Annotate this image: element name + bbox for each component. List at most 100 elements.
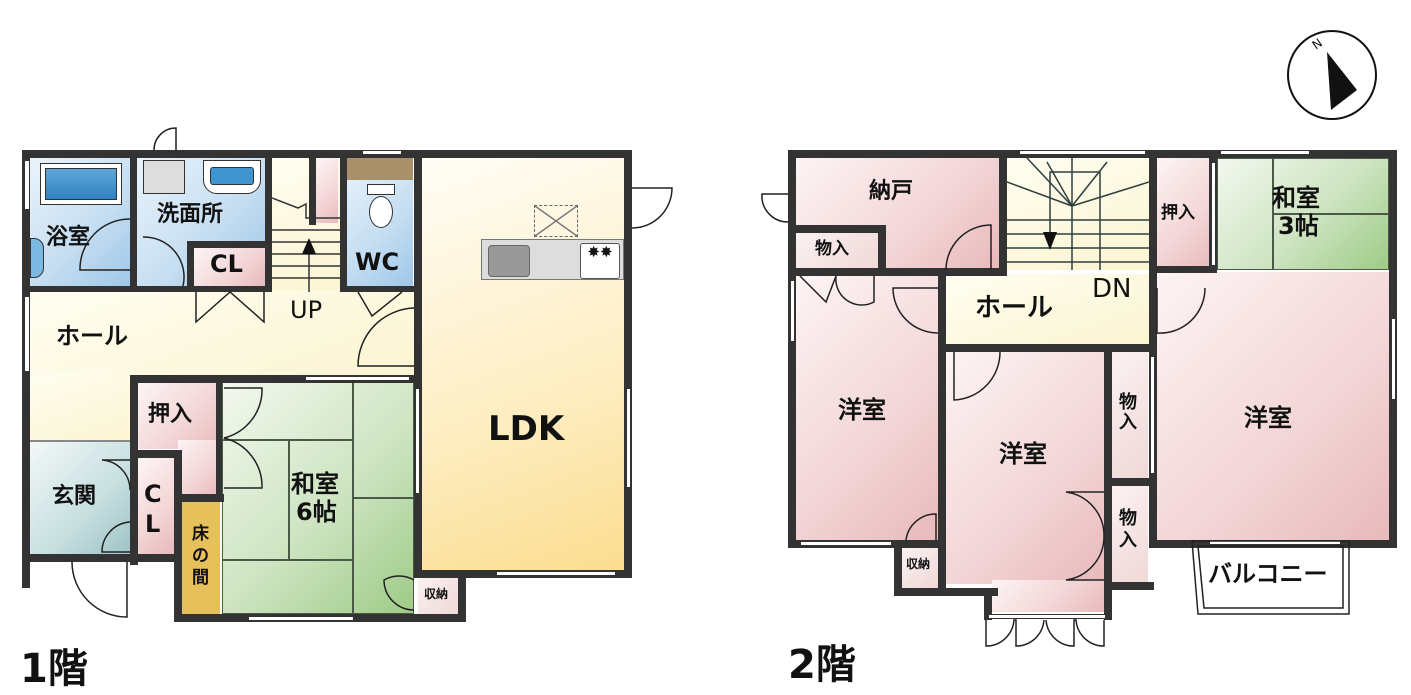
hall-2f bbox=[946, 274, 1149, 344]
compass: N bbox=[1287, 30, 1377, 120]
tatami-mat bbox=[1217, 158, 1273, 270]
window bbox=[988, 614, 1106, 619]
wall bbox=[22, 286, 272, 292]
room-label-bath: 浴室 bbox=[46, 225, 91, 250]
washitsu-3 bbox=[1217, 158, 1389, 270]
window bbox=[362, 150, 402, 155]
room-label-oshiire-2f: 押入 bbox=[1161, 203, 1195, 223]
wall bbox=[414, 150, 422, 578]
doors-1f bbox=[71, 127, 673, 618]
tatami-mat bbox=[353, 498, 414, 614]
window bbox=[305, 376, 410, 381]
wall bbox=[1149, 540, 1397, 548]
western-center bbox=[946, 352, 1104, 584]
tokonoma-label-3: 間 bbox=[192, 568, 209, 588]
window bbox=[1150, 356, 1155, 474]
room-label-washitsu-size: 6帖 bbox=[296, 498, 337, 526]
washing-machine-icon bbox=[143, 160, 185, 194]
wall bbox=[340, 286, 416, 292]
hall-entrance-divider bbox=[30, 440, 130, 442]
monoire-v1 bbox=[1112, 352, 1148, 478]
stair-storage bbox=[316, 158, 338, 223]
tokonoma bbox=[182, 502, 220, 614]
wall bbox=[1149, 150, 1157, 548]
wall bbox=[894, 540, 902, 596]
hall-1f-lower bbox=[30, 370, 130, 442]
western-left bbox=[796, 276, 938, 540]
room-label-western-left: 洋室 bbox=[838, 396, 886, 424]
room-label-hall-2f: ホール bbox=[975, 293, 1054, 323]
vanity-sink-icon bbox=[203, 160, 261, 194]
wall bbox=[22, 554, 182, 562]
room-label-hall: ホール bbox=[56, 322, 128, 350]
window bbox=[626, 388, 631, 488]
floor-1-title: 1階 bbox=[20, 646, 88, 692]
oshiire-2f bbox=[1157, 158, 1215, 268]
room-label-storage: 収納 bbox=[424, 587, 449, 601]
room-label-entrance: 玄関 bbox=[52, 484, 97, 509]
window bbox=[415, 388, 420, 494]
room-label-closet: CL bbox=[210, 250, 243, 278]
wall bbox=[788, 150, 796, 548]
ldk-room bbox=[421, 158, 624, 572]
wall bbox=[1389, 150, 1397, 548]
stairs-up-label: UP bbox=[290, 296, 323, 324]
room-label-western-center: 洋室 bbox=[999, 440, 1047, 468]
closet-cl bbox=[194, 248, 265, 286]
monoire-v1-char-2: 入 bbox=[1119, 412, 1137, 433]
room-label-western-right: 洋室 bbox=[1244, 404, 1292, 432]
oshiire-1f-lower bbox=[178, 440, 220, 494]
monoire-v2-char-1: 物 bbox=[1119, 508, 1137, 529]
wall bbox=[999, 150, 1007, 276]
north-arrow-icon bbox=[1327, 52, 1357, 110]
window bbox=[1220, 150, 1310, 155]
monoire-v1-char-1: 物 bbox=[1119, 392, 1137, 413]
window bbox=[1211, 162, 1216, 266]
room-label-balcony: バルコニー bbox=[1208, 560, 1328, 588]
stairs-up-icon bbox=[272, 197, 342, 292]
nando bbox=[796, 158, 999, 270]
room-label-washroom: 洗面所 bbox=[157, 202, 224, 227]
bathtub-icon bbox=[40, 163, 122, 205]
window bbox=[1019, 150, 1146, 155]
wall bbox=[1149, 266, 1217, 273]
window bbox=[248, 616, 354, 621]
room-label-nando: 納戸 bbox=[869, 179, 914, 204]
wall bbox=[216, 383, 222, 501]
floor-2-title: 2階 bbox=[788, 642, 856, 688]
storage-1f bbox=[418, 578, 458, 614]
storage-2f bbox=[902, 548, 938, 588]
tokonoma-label-2: の bbox=[192, 546, 209, 566]
wall bbox=[187, 241, 267, 248]
kitchen-counter: ✸✸ bbox=[481, 239, 624, 280]
closet-label-l: L bbox=[145, 510, 161, 538]
room-label-washitsu-3: 和室 bbox=[1272, 184, 1320, 212]
wall bbox=[22, 150, 632, 158]
monoire-v2-char-2: 入 bbox=[1119, 530, 1137, 551]
wall bbox=[624, 150, 632, 578]
tatami-mat bbox=[222, 560, 353, 614]
wall bbox=[187, 241, 194, 290]
western-center-bay bbox=[992, 580, 1104, 612]
wall bbox=[1104, 582, 1154, 590]
wall bbox=[1104, 478, 1154, 486]
wall bbox=[938, 344, 1157, 352]
room-label-oshiire: 押入 bbox=[148, 402, 193, 427]
wc-shelf bbox=[347, 158, 413, 180]
wall bbox=[309, 150, 316, 225]
wall bbox=[938, 268, 946, 596]
room-label-ldk: LDK bbox=[488, 409, 565, 449]
hall-1f bbox=[30, 290, 416, 378]
wall bbox=[130, 375, 138, 565]
wall bbox=[265, 150, 272, 290]
sink-icon bbox=[488, 245, 530, 277]
wall bbox=[894, 588, 998, 596]
room-label-washitsu-3-size: 3帖 bbox=[1278, 212, 1319, 240]
oshiire-1f bbox=[138, 383, 220, 449]
wall bbox=[1104, 344, 1112, 620]
wall bbox=[1209, 150, 1217, 272]
room-label-wc: WC bbox=[355, 248, 400, 276]
western-right bbox=[1157, 272, 1389, 540]
closet-label-c: C bbox=[144, 480, 162, 508]
wall bbox=[174, 450, 182, 622]
